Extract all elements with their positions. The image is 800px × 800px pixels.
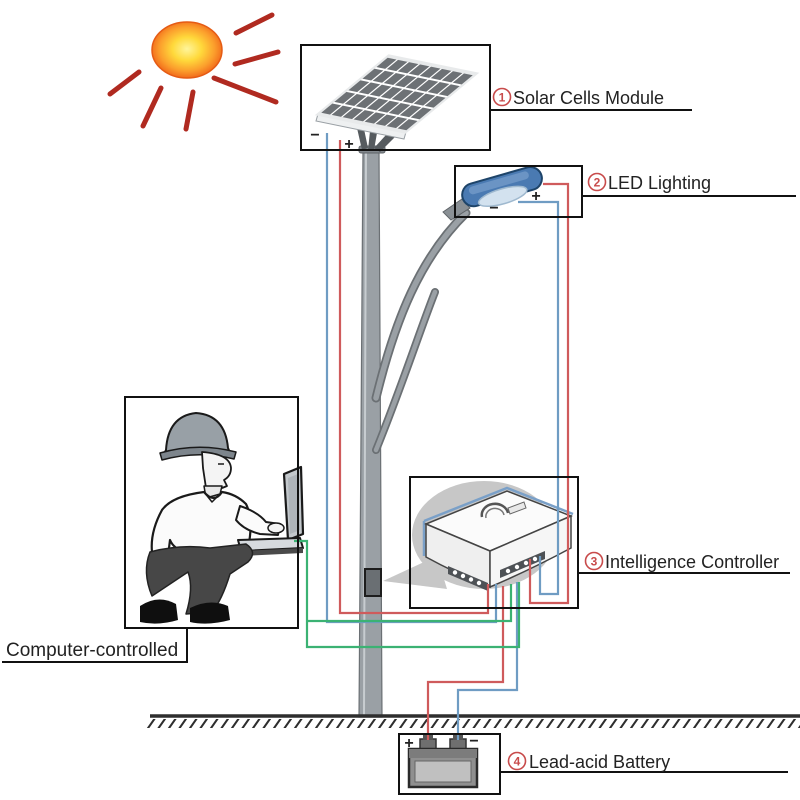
laptop-base (241, 548, 303, 556)
wire-computer-link-return (307, 584, 513, 623)
wire-battery-negative (456, 582, 519, 740)
battery-label-text: Lead-acid Battery (529, 752, 670, 772)
sun-icon (107, 12, 281, 132)
controller-label-circle (584, 551, 604, 571)
wire-led-negative (518, 200, 560, 596)
battery-plus-mark: + (404, 735, 413, 752)
lamp-arm (371, 208, 471, 454)
led-label-circle (587, 172, 607, 192)
battery-post-positive (419, 738, 437, 750)
device-display (507, 501, 527, 515)
pole-access-panel (364, 568, 382, 597)
wire-battery-positive (426, 586, 505, 740)
lamp-housing-highlight (468, 171, 529, 195)
battery-top-band (409, 749, 477, 758)
battery-post-negative (449, 738, 467, 750)
battery-minus-mark: − (469, 733, 478, 750)
hat-brim (159, 446, 237, 461)
terminal-screws-left (452, 570, 482, 586)
solar-panel-box (300, 44, 491, 151)
solar-panel (314, 54, 480, 152)
wire-computer-link-out (294, 539, 521, 649)
controller-label-number: 3 (591, 555, 598, 569)
led-label-number: 2 (594, 176, 601, 190)
shoe (190, 602, 230, 624)
sun-rays (107, 12, 281, 132)
panel-cells (314, 54, 480, 134)
collar (203, 491, 223, 503)
computer-label-text: Computer-controlled (6, 640, 178, 661)
wire-panel-positive (338, 140, 490, 615)
solar-label-circle (492, 87, 512, 107)
computer-label-line (2, 628, 188, 663)
controller-device (383, 481, 574, 591)
person-box (124, 396, 299, 629)
led-plus-mark: + (531, 188, 540, 205)
solar-label-number: 1 (499, 91, 506, 105)
panel-plus-mark: + (344, 136, 353, 153)
led-lamp-box (454, 165, 583, 218)
technician-figure (140, 412, 305, 624)
led-minus-mark: − (489, 200, 498, 217)
device-blue-outline (422, 486, 574, 556)
solar-label-text: Solar Cells Module (513, 88, 664, 108)
controller-box (409, 476, 579, 609)
panel-minus-mark: − (310, 127, 319, 144)
battery-box (398, 733, 501, 795)
led-label-text: LED Lighting (608, 173, 711, 193)
battery-label-area (414, 760, 472, 783)
callout-boxes (2, 44, 796, 795)
battery-device (407, 735, 479, 789)
battery-label-circle (507, 751, 527, 771)
sun-disc (151, 21, 223, 79)
battery-label-number: 4 (514, 755, 521, 769)
controller-label-text: Intelligence Controller (605, 552, 779, 572)
wire-led-positive (528, 182, 570, 605)
labels: 1 Solar Cells Module 2 LED Lighting 3 In… (6, 87, 779, 772)
shoe (140, 599, 178, 624)
ground (146, 714, 800, 728)
lamp-lens (477, 185, 528, 208)
hand (267, 522, 285, 534)
wiring (294, 133, 570, 740)
device-logo-arch (480, 502, 510, 518)
terminal-screws-right (505, 556, 538, 574)
device-logo-arch-inner (485, 507, 505, 519)
